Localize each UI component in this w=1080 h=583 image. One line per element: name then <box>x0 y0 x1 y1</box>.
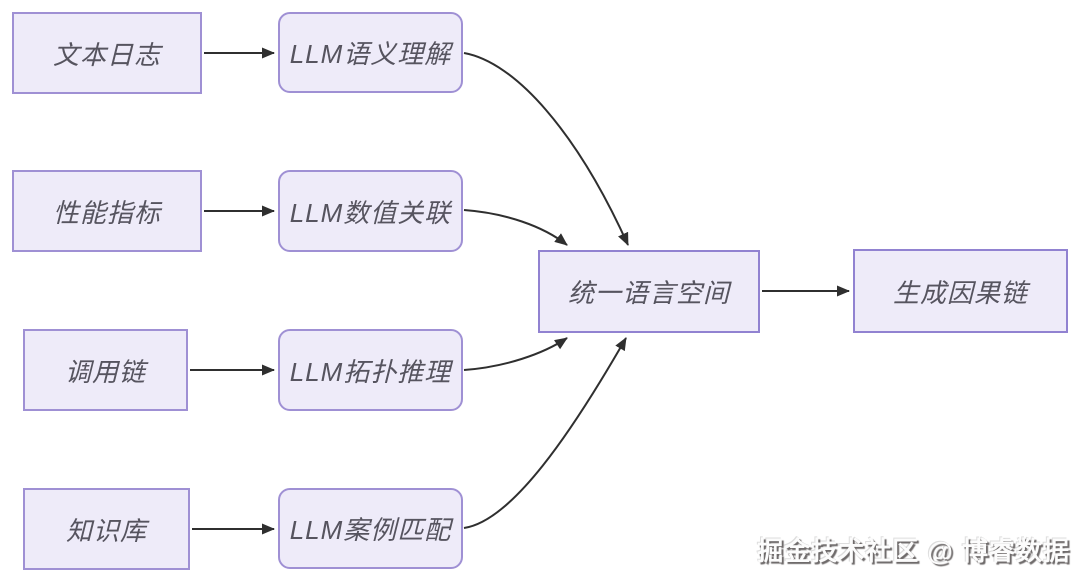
node-llm-topology: LLM拓扑推理 <box>278 329 463 411</box>
node-llm-semantic: LLM语义理解 <box>278 12 463 93</box>
node-call-chain: 调用链 <box>23 329 188 411</box>
node-text-log: 文本日志 <box>12 12 202 94</box>
arrow-case-to-hub <box>463 337 627 529</box>
node-unified-space: 统一语言空间 <box>538 250 760 333</box>
node-llm-numeric: LLM数值关联 <box>278 170 463 252</box>
node-llm-case: LLM案例匹配 <box>278 488 463 569</box>
node-causal-chain: 生成因果链 <box>853 249 1068 333</box>
arrow-numeric-to-hub <box>463 209 568 246</box>
watermark: 掘金技术社区 @ 博睿数据 <box>757 536 1070 566</box>
arrow-semantic-to-hub <box>463 52 629 246</box>
node-perf-metrics: 性能指标 <box>12 170 202 252</box>
arrow-topology-to-hub <box>463 337 568 371</box>
node-knowledge-base: 知识库 <box>23 488 190 570</box>
